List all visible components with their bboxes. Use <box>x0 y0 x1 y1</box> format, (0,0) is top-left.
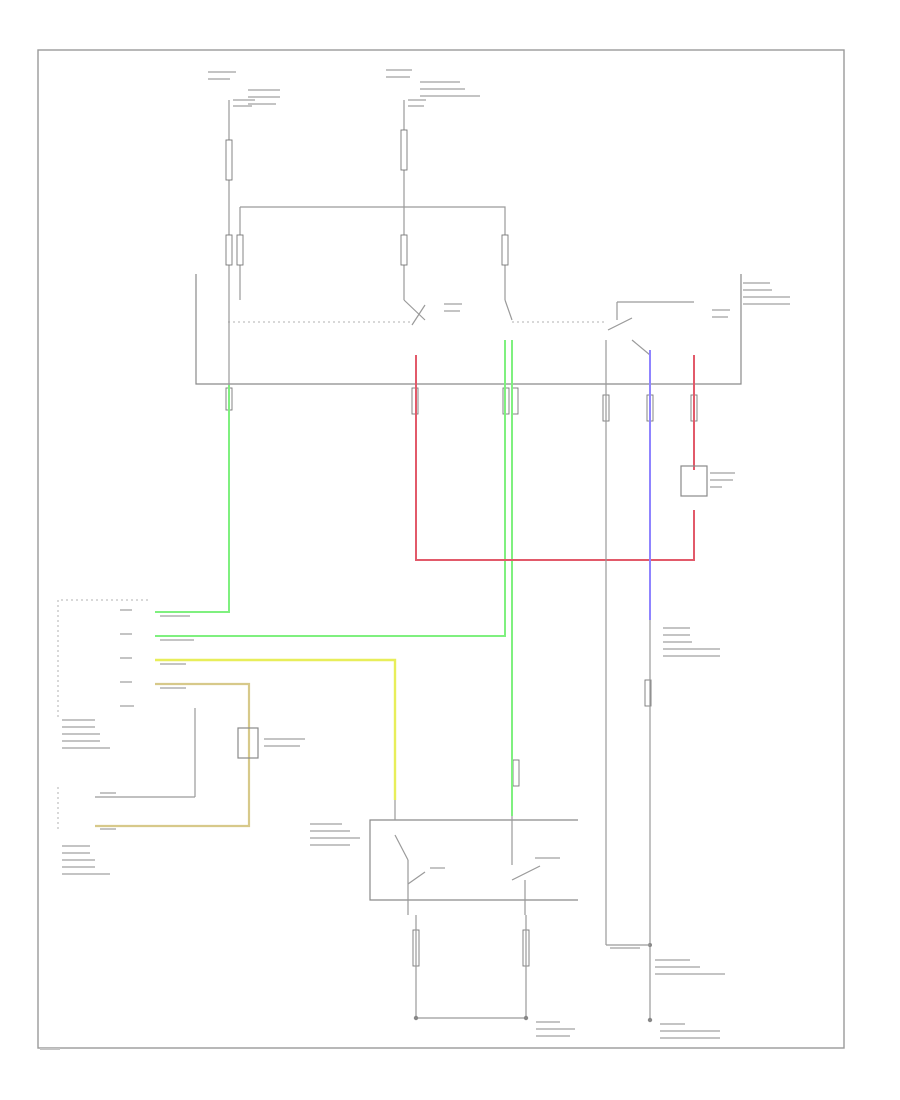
ground-point-left <box>413 1015 419 1021</box>
green-wire-left <box>155 385 230 613</box>
relay-box-outline <box>195 274 742 385</box>
lower-switches <box>394 800 541 915</box>
top-bus-wire <box>240 206 506 300</box>
resistor <box>680 465 708 497</box>
red-wire-loop <box>415 355 695 561</box>
tan-wire <box>95 682 251 828</box>
ground-bus <box>415 915 527 1019</box>
fine-print-marks <box>40 69 790 1050</box>
relay-switches <box>228 299 694 385</box>
control-module-outline <box>57 599 148 720</box>
connector-pins <box>225 129 698 967</box>
yellow-wire <box>155 658 397 800</box>
diagram-frame <box>37 49 845 1049</box>
ground-point-right <box>523 1015 529 1021</box>
ground-point-far-right <box>647 1017 653 1023</box>
lower-switch-box <box>369 819 578 901</box>
capacitor-component <box>237 727 259 759</box>
green-wire-center <box>155 340 506 637</box>
